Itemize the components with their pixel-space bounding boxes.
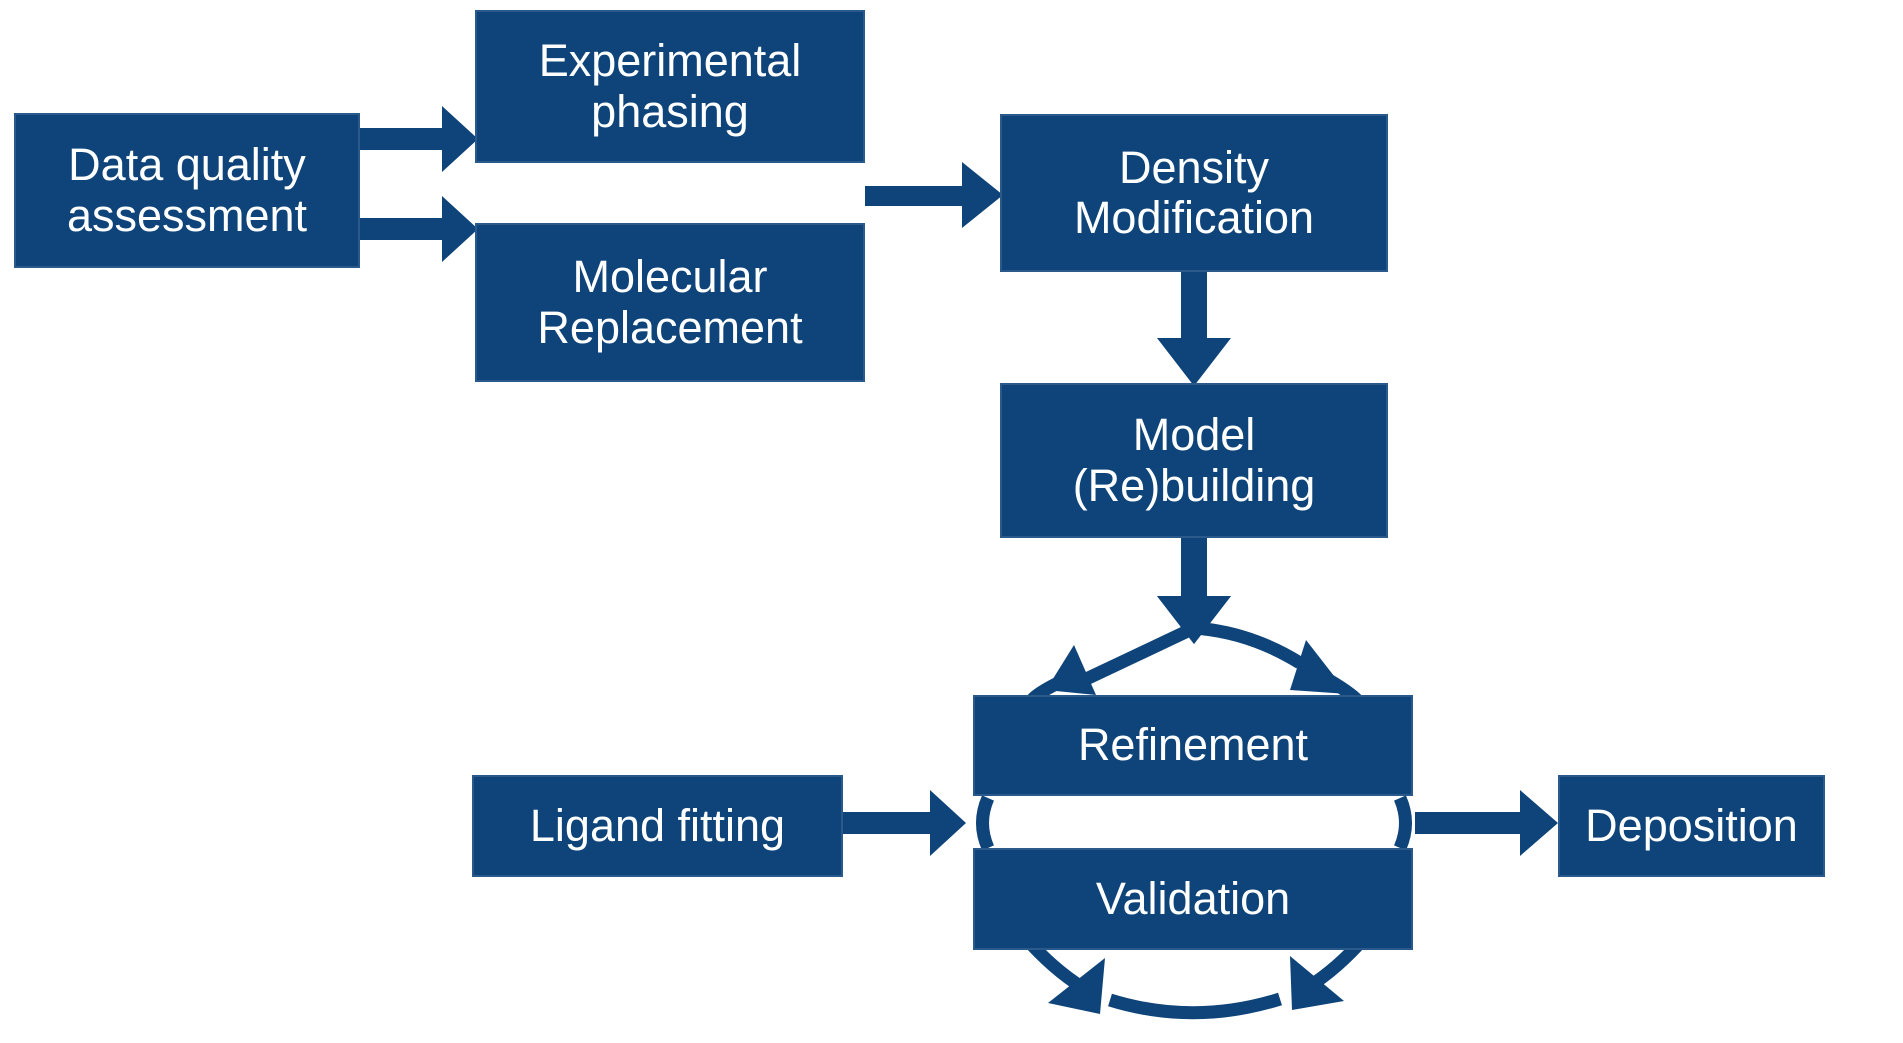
node-molecular-replacement[interactable]: Molecular Replacement: [475, 223, 865, 382]
node-deposition[interactable]: Deposition: [1558, 775, 1825, 877]
cycle-arrowhead-bottom-left: [1048, 958, 1105, 1014]
arrow-data-quality-to-exp-phasing: [358, 106, 478, 172]
arrow-data-quality-to-mol-replacement: [358, 196, 478, 262]
node-data-quality-assessment[interactable]: Data quality assessment: [14, 113, 360, 268]
arrow-cycle-to-deposition: [1415, 790, 1558, 856]
node-density-modification[interactable]: Density Modification: [1000, 114, 1388, 272]
cycle-arc-top-right: [1193, 621, 1304, 669]
node-model-rebuilding[interactable]: Model (Re)building: [1000, 383, 1388, 538]
arrow-ligand-fitting-to-cycle: [841, 790, 966, 856]
cycle-arc-left-side: [976, 795, 995, 851]
cycle-arrowhead-top-left: [1046, 645, 1096, 695]
arrow-density-mod-to-model-rebuild: [1157, 270, 1231, 386]
cycle-arc-bottom-center: [1108, 992, 1282, 1020]
cycle-arrowhead-top-right: [1290, 640, 1348, 694]
cycle-arrowhead-bottom-right: [1290, 956, 1344, 1010]
node-refinement[interactable]: Refinement: [973, 695, 1413, 796]
arrow-phasing-to-density-mod: [865, 162, 1003, 228]
node-validation[interactable]: Validation: [973, 848, 1413, 950]
cycle-arc-right-side: [1393, 795, 1412, 851]
node-experimental-phasing[interactable]: Experimental phasing: [475, 10, 865, 163]
node-ligand-fitting[interactable]: Ligand fitting: [472, 775, 843, 877]
cycle-arc-top-left: [1079, 622, 1197, 687]
